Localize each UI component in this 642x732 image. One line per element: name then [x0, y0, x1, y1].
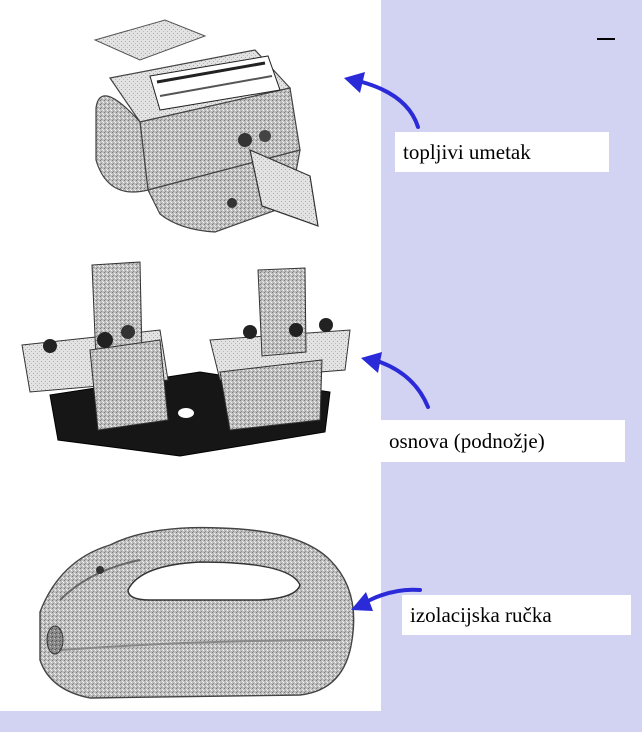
label-handle: izolacijska ručka [402, 595, 631, 635]
fuse-insert-photo [93, 19, 319, 233]
label-fuse-insert: topljivi umetak [395, 132, 609, 172]
dash-mark [597, 38, 615, 40]
label-base-text: osnova (podnožje) [389, 428, 545, 453]
arrow-base [361, 352, 430, 409]
label-base: osnova (podnožje) [381, 420, 625, 462]
arrow-fuse-insert [344, 72, 420, 129]
insulating-handle-photo [39, 526, 355, 699]
fuse-base-photo [21, 261, 351, 457]
label-fuse-insert-text: topljivi umetak [403, 139, 531, 164]
arrow-handle [351, 587, 422, 611]
label-handle-text: izolacijska ručka [410, 602, 552, 627]
